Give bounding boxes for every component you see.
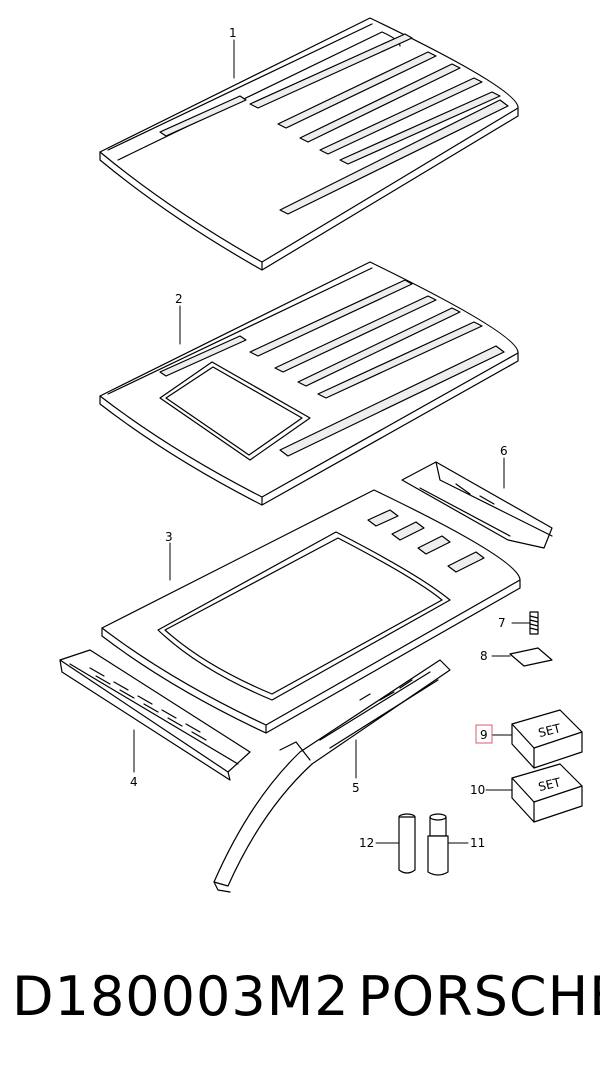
callout-12[interactable]: 12	[359, 836, 374, 850]
callout-2[interactable]: 2	[175, 292, 183, 306]
leader-lines	[133, 39, 531, 844]
callout-11[interactable]: 11	[470, 836, 485, 850]
tube-part-12[interactable]	[398, 813, 416, 874]
set-box-part-10[interactable]	[511, 763, 583, 823]
roof-panel-part-1[interactable]	[99, 17, 519, 271]
footer: D180003M2 PORSCHE	[0, 965, 600, 1075]
callout-5[interactable]: 5	[352, 781, 360, 795]
spring-part-7[interactable]	[529, 611, 539, 635]
side-rail-part-5[interactable]	[213, 659, 451, 893]
roof-panel-part-2[interactable]	[99, 261, 519, 506]
brand-name: PORSCHE	[358, 965, 600, 1028]
rear-crossmember-part-6[interactable]	[401, 461, 553, 549]
callout-10[interactable]: 10	[470, 783, 485, 797]
callout-7[interactable]: 7	[498, 616, 506, 630]
callout-3[interactable]: 3	[165, 530, 173, 544]
callout-9-highlight	[475, 724, 493, 744]
set-box-part-9[interactable]	[511, 709, 583, 769]
callout-6[interactable]: 6	[500, 444, 508, 458]
diagram-code: D180003M2	[12, 965, 350, 1028]
callout-8[interactable]: 8	[480, 649, 488, 663]
set-label-part-10: SET	[537, 775, 563, 794]
front-crossmember-part-4[interactable]	[59, 649, 251, 781]
callout-1[interactable]: 1	[229, 26, 237, 40]
tube-part-11[interactable]	[427, 813, 449, 876]
callout-4[interactable]: 4	[130, 775, 138, 789]
roof-frame-part-3[interactable]	[101, 489, 521, 734]
callout-9[interactable]: 9	[480, 728, 488, 742]
pad-part-8[interactable]	[509, 647, 553, 667]
set-label-part-9: SET	[537, 721, 563, 740]
